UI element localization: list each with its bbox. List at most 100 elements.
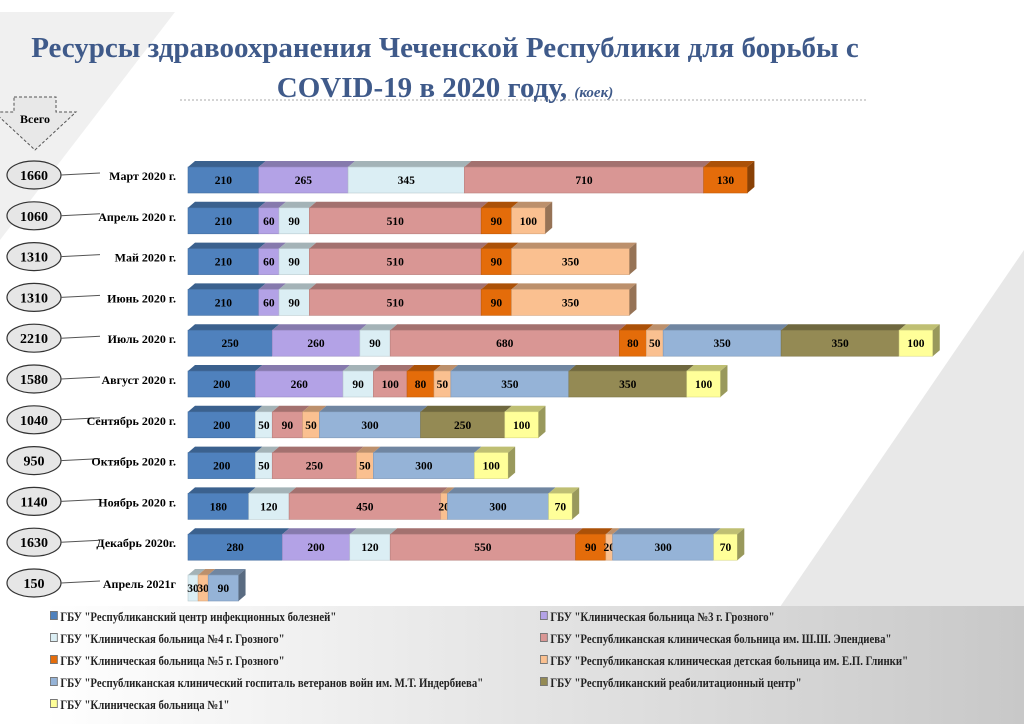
data-label: 345 — [398, 175, 416, 187]
total-value: 1660 — [20, 169, 48, 184]
legend-swatch — [540, 633, 548, 642]
bar-side — [508, 446, 516, 479]
bar-segment — [568, 370, 688, 398]
bar-segment — [187, 533, 283, 561]
bar-segment — [271, 452, 357, 479]
category-label: Ноябрь 2020 г. — [98, 495, 176, 509]
bar-segment — [662, 329, 782, 357]
bar-segment-top — [686, 365, 728, 371]
legend-swatch — [50, 611, 58, 620]
category-label: Декабрь 2020г. — [96, 536, 176, 550]
data-label: 350 — [562, 257, 580, 269]
bar-segment-top — [504, 405, 546, 412]
bar-segment — [255, 370, 344, 398]
bar-side — [737, 528, 745, 561]
connector-line — [60, 376, 101, 380]
data-label: 510 — [387, 257, 405, 269]
data-label: 50 — [258, 461, 270, 473]
bar-segment-top — [188, 242, 266, 249]
bar-segment-top — [255, 405, 280, 412]
data-label: 20 — [604, 542, 616, 554]
data-label: 60 — [263, 297, 275, 309]
bar-segment-top — [407, 365, 442, 371]
bar-segment — [248, 493, 290, 520]
data-label: 300 — [655, 542, 673, 554]
bar-segment — [187, 329, 273, 357]
bar-side — [538, 405, 546, 438]
data-label: 90 — [491, 297, 503, 309]
data-label: 100 — [520, 216, 538, 228]
connector-line — [60, 580, 101, 584]
data-label: 90 — [369, 338, 381, 350]
bar-segment — [373, 370, 408, 398]
connector-line — [60, 335, 101, 339]
total-value: 1060 — [20, 210, 48, 225]
bar-segment-top — [359, 324, 398, 331]
data-label: 50 — [258, 420, 270, 432]
bar-segment-top — [481, 201, 519, 208]
data-label: 100 — [483, 461, 501, 473]
data-label: 350 — [714, 338, 732, 350]
data-label: 90 — [585, 542, 597, 554]
category-label: Март 2020 г. — [109, 169, 176, 183]
legend-label: ГБУ "Клиническая больница №1" — [60, 698, 230, 712]
bar-segment — [511, 289, 630, 316]
legend-swatch — [50, 633, 58, 642]
total-value: 1310 — [20, 251, 48, 266]
data-label: 50 — [305, 420, 317, 432]
bar-segment-top — [450, 365, 576, 371]
data-label: 200 — [213, 420, 231, 432]
total-header-label: Всего — [20, 112, 50, 126]
legend-label: ГБУ "Республиканский центр инфекционных … — [60, 610, 337, 624]
bar-segment — [511, 248, 630, 275]
title-unit: (коек) — [574, 85, 614, 101]
data-label: 510 — [387, 216, 405, 228]
bar-segment — [389, 329, 620, 357]
connector-line — [60, 458, 101, 462]
bar-segment — [342, 370, 374, 398]
data-label: 90 — [288, 257, 300, 269]
bar-segment-top — [373, 446, 482, 453]
data-label: 450 — [356, 501, 374, 513]
bar-segment-top — [282, 528, 357, 535]
bar-segment — [347, 166, 465, 194]
legend-label: ГБУ "Республиканская клинический госпита… — [60, 676, 484, 690]
total-value: 950 — [24, 455, 45, 470]
bar-segment-top — [373, 365, 415, 371]
data-label: 280 — [227, 542, 245, 554]
connector-line — [60, 172, 101, 176]
legend-label: ГБУ "Республиканский реабилитационный це… — [550, 676, 802, 690]
bar-segment-top — [278, 283, 317, 290]
bar-segment-top — [899, 324, 940, 331]
bar-segment — [450, 370, 570, 398]
title-line-1: Ресурсы здравоохранения Чеченской Респуб… — [31, 32, 859, 64]
bar-segment-top — [511, 242, 637, 249]
data-label: 70 — [720, 542, 732, 554]
data-label: 180 — [210, 501, 228, 513]
bar-segment — [288, 493, 442, 520]
data-label: 100 — [382, 379, 400, 391]
bar-segment — [420, 411, 506, 439]
bar-segment-top — [198, 569, 216, 575]
data-label: 260 — [307, 338, 325, 350]
legend-label: ГБУ "Клиническая больница №3 г. Грозного… — [550, 610, 775, 624]
data-label: 90 — [218, 583, 230, 595]
legend-label: ГБУ "Республиканская клиническая детская… — [550, 654, 909, 668]
bar-segment-top — [390, 324, 627, 331]
data-label: 300 — [361, 420, 379, 432]
bar-segment — [447, 493, 549, 520]
legend-swatch — [50, 699, 58, 708]
data-label: 30 — [197, 583, 209, 595]
bar-segment-top — [548, 487, 580, 494]
bar-segment-top — [713, 528, 745, 535]
bar-segment-top — [255, 365, 351, 371]
bar-segment-top — [309, 242, 489, 249]
bar-segment-top — [272, 405, 310, 412]
bar-segment-top — [258, 283, 286, 290]
title-line-2: COVID-19 в 2020 году, — [276, 72, 568, 104]
bar-segment-top — [447, 487, 556, 494]
total-value: 1630 — [20, 536, 48, 551]
